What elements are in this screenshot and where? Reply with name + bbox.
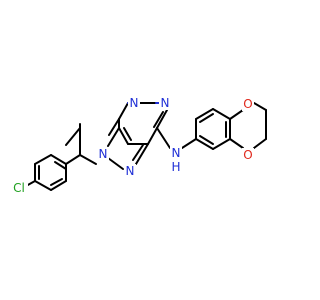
atom-n-pyrazole-1: N <box>99 147 108 161</box>
chloromethylphenyl-ring <box>34 123 97 191</box>
methyl-bond <box>65 127 81 146</box>
atom-n-pyrimidine-top: N <box>130 96 139 110</box>
atom-labels: N N N N N H O O Cl <box>10 96 254 195</box>
atom-o-top: O <box>243 97 252 111</box>
atom-n-amine: N <box>172 146 181 160</box>
dioxane-ring <box>229 102 267 149</box>
benzodioxane-aromatic-ring <box>195 108 231 150</box>
atom-n-pyrazole-2: N <box>126 164 135 178</box>
atom-o-bottom: O <box>243 148 252 162</box>
atom-h-amine: H <box>171 160 180 174</box>
molecule-structure: N N N N N H O O Cl <box>10 96 267 195</box>
atom-n-pyrimidine-right: N <box>161 96 170 110</box>
pyrimidine-ring <box>108 102 168 145</box>
amine-linker <box>156 127 197 149</box>
atom-cl: Cl <box>13 181 25 195</box>
